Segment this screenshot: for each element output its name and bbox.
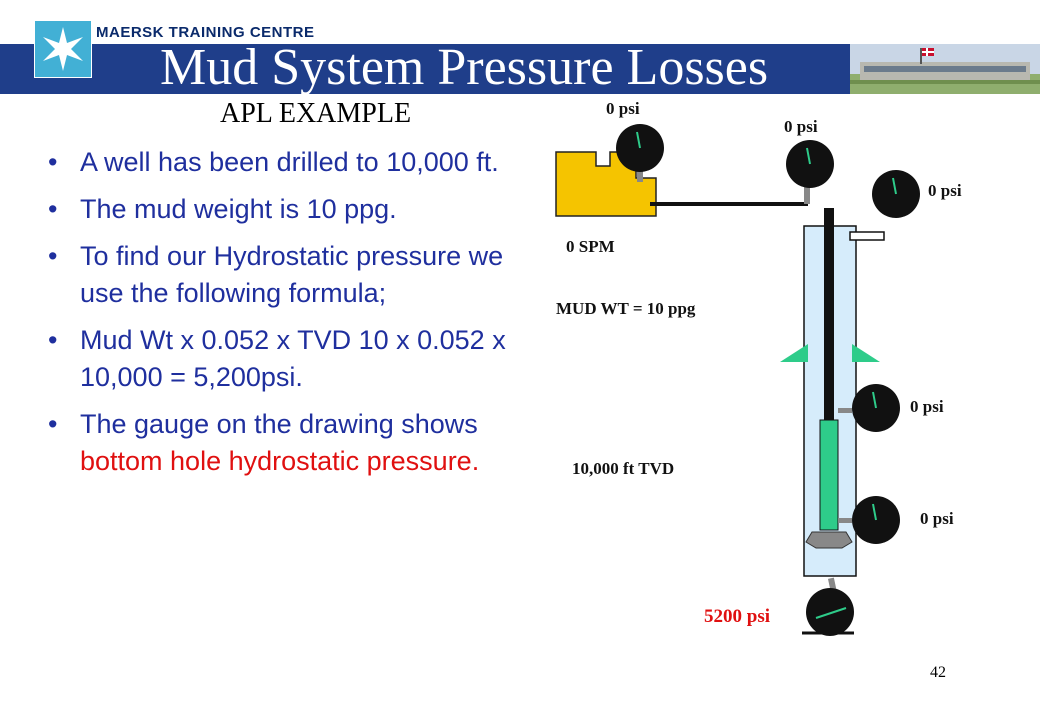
mud-weight-label: MUD WT = 10 ppg [556, 299, 696, 318]
mud-system-diagram: 0 psi 0 psi 0 psi 0 psi 0 psi 5200 psi 0… [555, 99, 962, 636]
gauge-label: 0 psi [910, 397, 944, 416]
gauge-label: 0 psi [606, 99, 640, 118]
building-photo [850, 44, 1040, 94]
page-number: 42 [930, 664, 946, 681]
bottom-hole-pressure-label: 5200 psi [704, 606, 770, 627]
bullet-item: The mud weight is 10 ppg. [48, 191, 508, 228]
highlight-text: bottom hole hydrostatic pressure [80, 446, 472, 476]
arrow-left [780, 344, 808, 362]
maersk-star-logo [34, 20, 92, 78]
gauge-label: 0 psi [920, 509, 954, 528]
gauge [806, 588, 854, 636]
pump-rate-label: 0 SPM [566, 237, 615, 256]
drill-collar [819, 419, 839, 531]
gauge-stem [838, 408, 852, 413]
brand-name: MAERSK TRAINING CENTRE [96, 24, 315, 41]
bullet-item: A well has been drilled to 10,000 ft. [48, 144, 508, 181]
gauge [852, 496, 900, 544]
gauge-label: 0 psi [928, 181, 962, 200]
gauge-stem [838, 518, 852, 523]
gauge [852, 384, 900, 432]
flow-line [849, 231, 885, 241]
drill-pipe [824, 208, 834, 420]
bullet-item: Mud Wt x 0.052 x TVD 10 x 0.052 x 10,000… [48, 322, 508, 396]
tvd-label: 10,000 ft TVD [572, 459, 674, 478]
drill-bit [805, 531, 853, 549]
slide-title: Mud System Pressure Losses [160, 39, 769, 96]
gauge [616, 124, 664, 172]
bullet-item: The gauge on the drawing shows bottom ho… [48, 406, 508, 480]
gauge [786, 140, 834, 188]
bullet-list: A well has been drilled to 10,000 ft. Th… [48, 144, 508, 490]
header-bar [0, 44, 850, 94]
arrow-right [852, 344, 880, 362]
gauge-label: 0 psi [784, 117, 818, 136]
bullet-item: To find our Hydrostatic pressure we use … [48, 238, 508, 312]
slide-subtitle: APL EXAMPLE [220, 98, 412, 129]
gauge [872, 170, 920, 218]
